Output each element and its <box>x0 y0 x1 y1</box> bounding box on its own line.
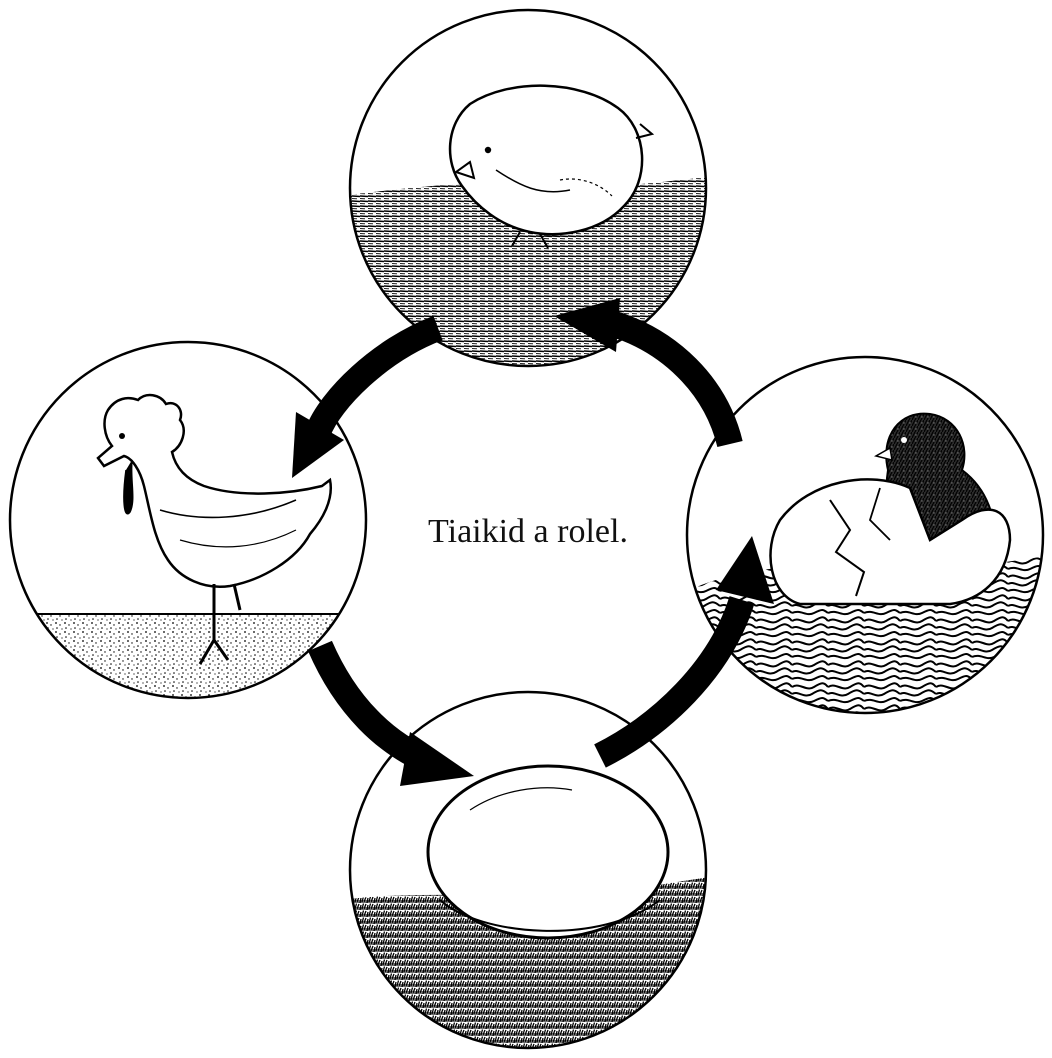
arrow-chick-to-hen <box>292 328 438 478</box>
egg-icon <box>428 766 668 938</box>
hatching-chick-icon <box>770 414 1010 604</box>
center-label: Tiaikid a rolel. <box>428 513 628 550</box>
arrow-hen-to-egg <box>320 646 474 786</box>
stage-hatching <box>687 357 1050 720</box>
stage-chick <box>340 10 720 380</box>
